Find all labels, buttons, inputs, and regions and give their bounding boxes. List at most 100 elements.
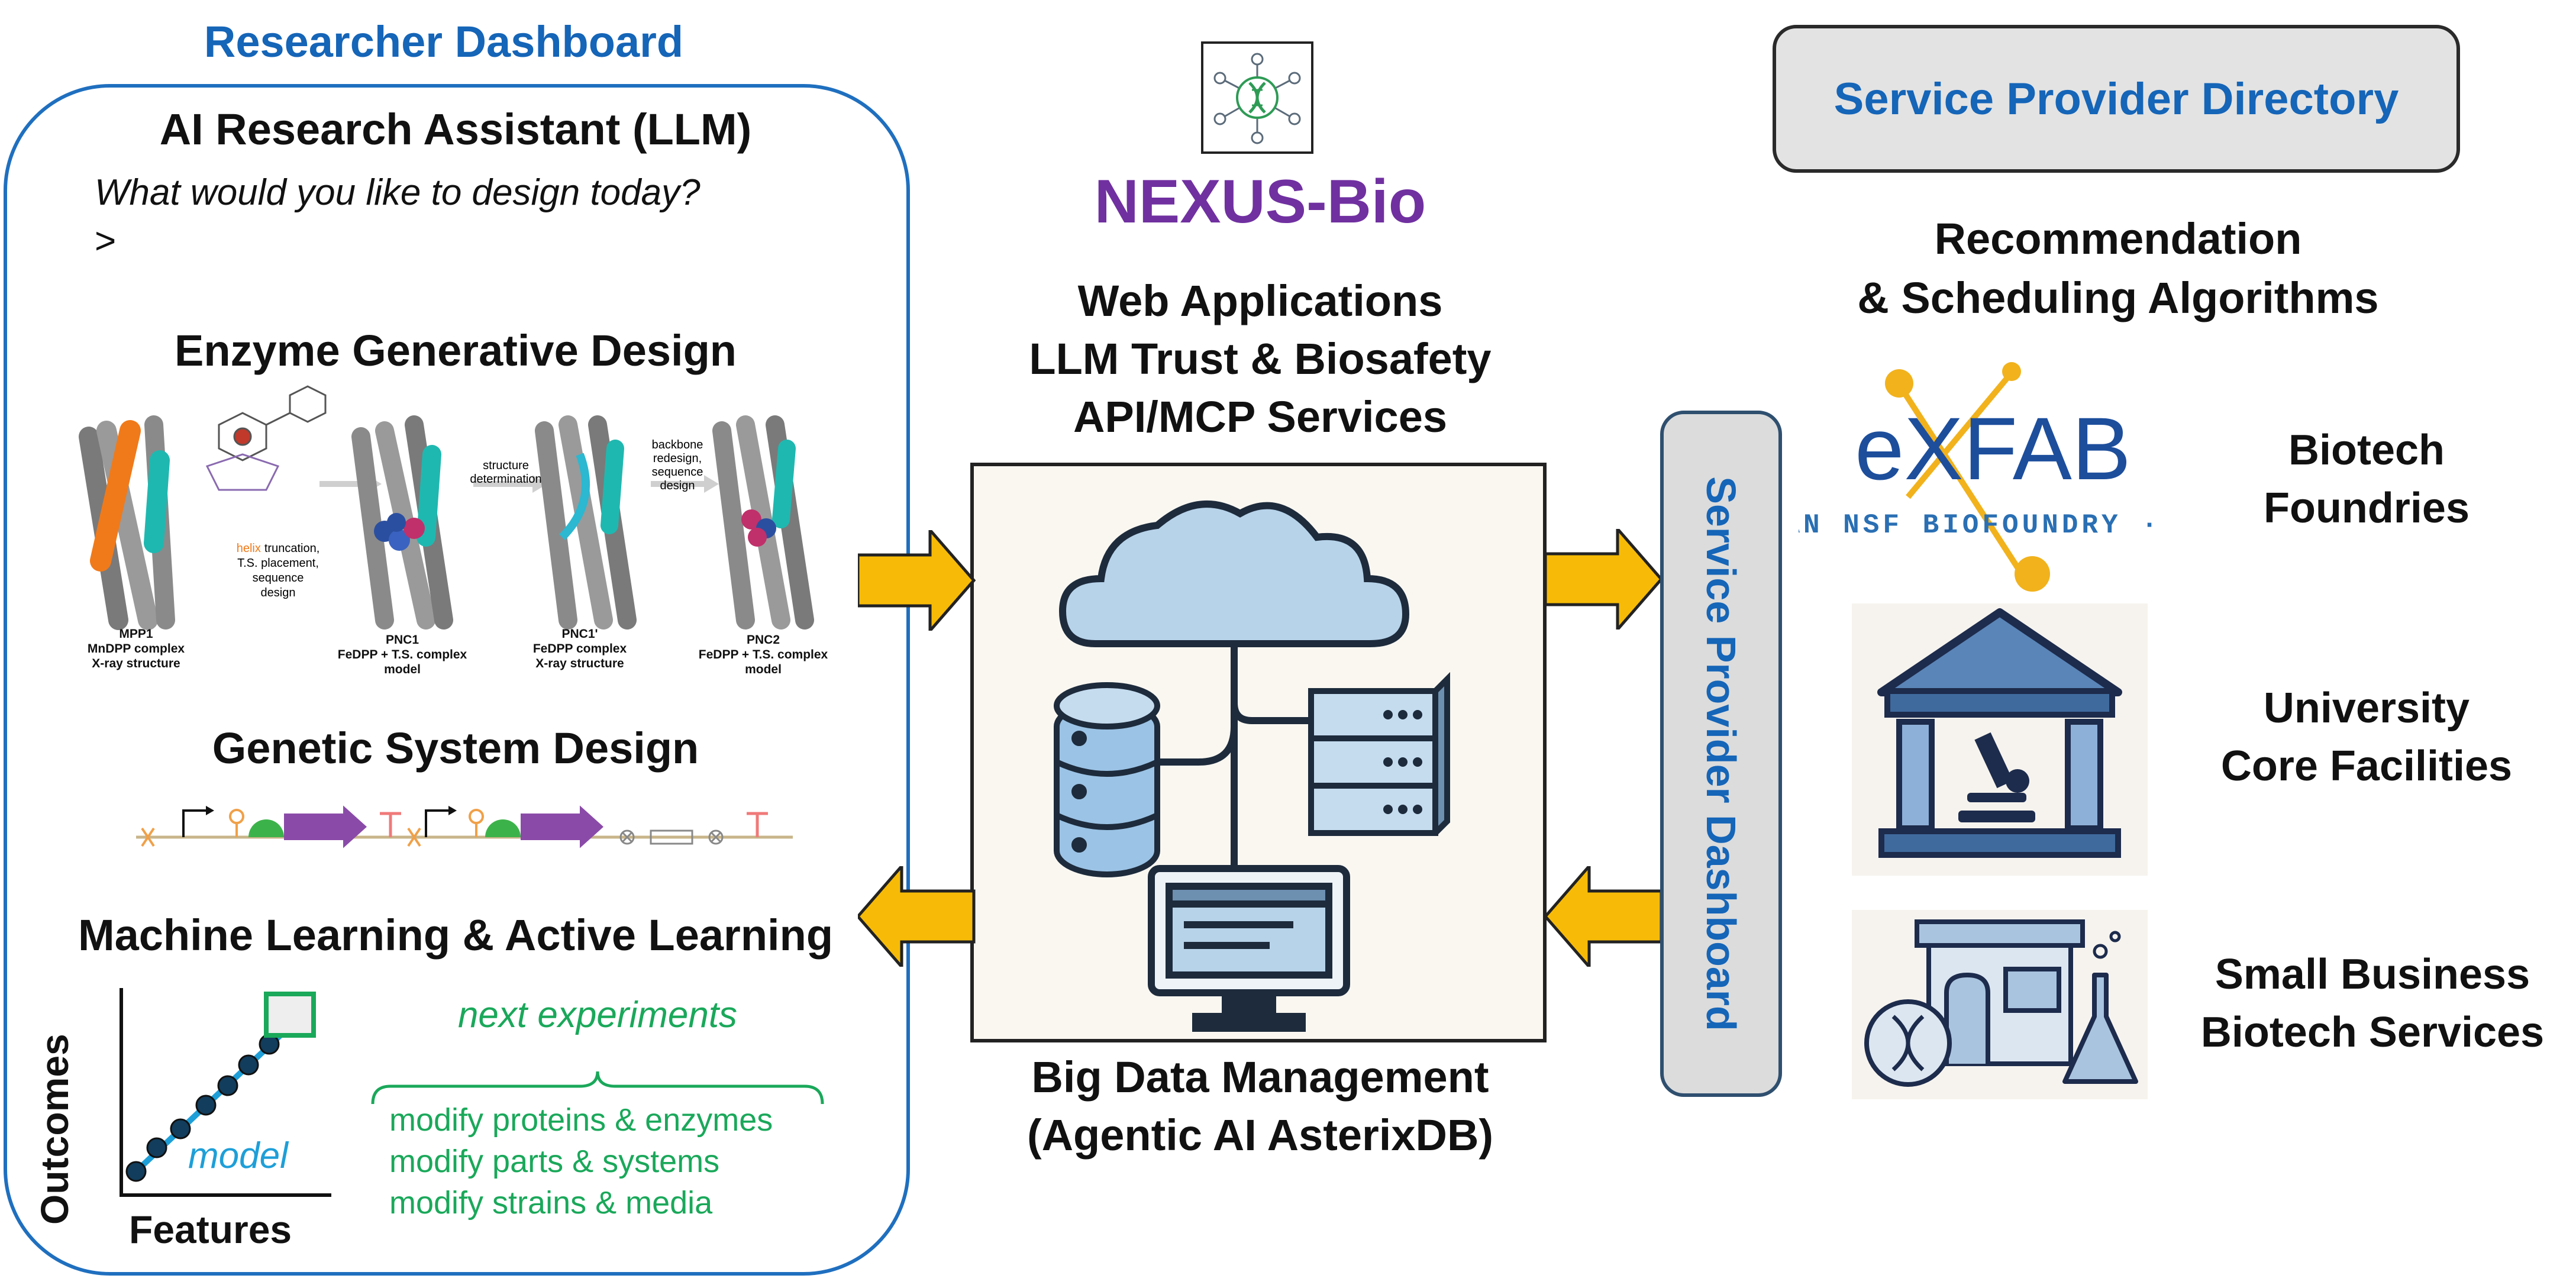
service-web-apps: Web Applications	[1077, 276, 1443, 325]
ml-y-axis-label: Outcomes	[33, 1034, 76, 1225]
brand-name: NEXUS-Bio	[1094, 167, 1426, 236]
provider-biotech-foundries: Biotech Foundries	[2201, 421, 2532, 537]
enzyme-design-title: Enzyme Generative Design	[174, 326, 737, 375]
next-experiments-title: next experiments	[457, 995, 738, 1035]
ml-title: Machine Learning & Active Learning	[78, 911, 834, 960]
enzyme-step-3-caption-3: X-ray structure	[535, 657, 624, 670]
data-points	[125, 1034, 280, 1182]
enzyme-step-1-caption-1: MPP1	[119, 627, 153, 641]
insulator-icon-2	[407, 827, 421, 847]
next-experiment-point	[264, 992, 316, 1038]
rbs-icon-2	[485, 819, 521, 837]
arrow-dashboard-to-nexus	[858, 530, 976, 631]
llm-prompt-caret[interactable]: >	[95, 221, 117, 262]
enzyme-step-4-caption-2: FeDPP + T.S. complex	[699, 648, 828, 661]
provider-university-core: University Core Facilities	[2201, 679, 2532, 795]
promoter-icon-2	[425, 809, 450, 837]
enzyme-arrow-3-line-2: redesign,	[653, 452, 702, 465]
services-list: Web Applications LLM Trust & Biosafety A…	[947, 272, 1574, 446]
enzyme-arrow-3-line-1: backbone	[652, 438, 703, 451]
next-experiments-list: modify proteins & enzymes modify parts &…	[389, 1099, 773, 1224]
provider-3-line-2: Biotech Services	[2200, 1009, 2545, 1056]
ml-learning-plot	[120, 988, 331, 1197]
next-experiment-item: modify strains & media	[389, 1185, 713, 1221]
provider-2-line-1: University	[2263, 685, 2470, 732]
enzyme-arrow-1-line-1: truncation,	[264, 542, 319, 555]
llm-assistant-title: AI Research Assistant (LLM)	[159, 105, 752, 154]
enzyme-step-1-caption-3: X-ray structure	[92, 657, 180, 670]
provider-2-line-2: Core Facilities	[2220, 743, 2513, 790]
flask-icon	[2062, 931, 2138, 1084]
service-api-mcp: API/MCP Services	[1073, 392, 1448, 441]
rbs-icon	[248, 819, 284, 837]
next-experiments-brace	[371, 1071, 824, 1105]
arrow-nexus-to-providers	[1545, 529, 1664, 630]
algorithms-line-2: & Scheduling Algorithms	[1857, 273, 2379, 322]
protein-structure-pnc1	[351, 415, 453, 630]
service-provider-dashboard[interactable]: Service Provider Dashboard	[1660, 411, 1782, 1097]
enzyme-arrow-1-line-2: T.S. placement,	[237, 557, 319, 570]
enzyme-arrow-3-line-3: sequence	[652, 466, 703, 479]
protein-structure-mpp1	[79, 415, 175, 630]
protein-structure-pnc1-prime	[535, 415, 637, 630]
terminator-icon	[380, 812, 401, 837]
assembly-scar-icon	[619, 829, 724, 845]
infrastructure-box	[970, 463, 1547, 1042]
provider-3-line-1: Small Business	[2215, 951, 2530, 998]
enzyme-step-1-caption-2: MnDPP complex	[88, 642, 185, 656]
provider-1-line-2: Foundries	[2263, 485, 2470, 532]
data-management-subtitle: (Agentic AI AsterixDB)	[1026, 1111, 1494, 1160]
enzyme-arrow-2-line-1: structure	[483, 459, 529, 472]
microscope-icon	[1958, 732, 2035, 822]
dna-network-icon	[1213, 53, 1301, 144]
enzyme-arrow-2-line-2: determination	[470, 473, 541, 486]
promoter-icon	[182, 809, 207, 837]
protein-structure-pnc2	[712, 415, 814, 630]
dna-badge-icon	[1864, 999, 1952, 1087]
next-experiment-item: modify proteins & enzymes	[389, 1102, 773, 1138]
small-business-icon	[1852, 910, 2148, 1099]
researcher-dashboard-panel	[4, 84, 910, 1276]
arrow-nexus-to-dashboard	[858, 866, 976, 967]
provider-small-business: Small Business Biotech Services	[2177, 945, 2568, 1061]
operator-icon-2	[469, 809, 484, 837]
researcher-dashboard-title: Researcher Dashboard	[204, 17, 684, 66]
cloud-icon	[1058, 501, 1410, 647]
next-experiment-item: modify parts & systems	[389, 1144, 720, 1179]
algorithms-line-1: Recommendation	[1934, 214, 2302, 263]
enzyme-arrow-1-line-4: design	[261, 586, 296, 599]
database-icon	[1054, 682, 1160, 877]
monitor-icon	[1148, 865, 1350, 1032]
enzyme-arrow-1-highlight: helix	[237, 542, 261, 555]
nexus-bio-logo	[1201, 41, 1313, 154]
exfab-tagline: · AN NSF BIOFOUNDRY ·	[1799, 510, 2161, 541]
ligand-structure-icon	[205, 385, 327, 491]
insulator-icon	[141, 827, 155, 847]
terminator-icon-2	[747, 812, 768, 837]
enzyme-step-2-caption-1: PNC1	[386, 633, 419, 647]
university-icon	[1852, 603, 2148, 876]
ml-model-label: model	[188, 1135, 288, 1176]
enzyme-arrow-3-line-4: design	[660, 479, 695, 492]
algorithms-label: Recommendation & Scheduling Algorithms	[1799, 209, 2438, 328]
server-rack-icon	[1308, 672, 1450, 836]
exfab-logo: eXFAB · AN NSF BIOFOUNDRY ·	[1799, 362, 2161, 592]
arrow-providers-to-nexus	[1545, 866, 1663, 967]
genetic-design-title: Genetic System Design	[212, 724, 699, 773]
exfab-wordmark: eXFAB	[1855, 399, 2131, 498]
enzyme-step-2-caption-3: model	[384, 663, 421, 676]
enzyme-step-3-caption-2: FeDPP complex	[533, 642, 627, 656]
enzyme-step-2-caption-2: FeDPP + T.S. complex	[338, 648, 467, 661]
operator-icon	[229, 809, 244, 837]
cds-icon-2	[521, 805, 603, 848]
data-management-label: Big Data Management (Agentic AI AsterixD…	[947, 1048, 1574, 1164]
enzyme-step-4-caption-3: model	[745, 663, 782, 676]
provider-1-line-1: Biotech	[2288, 427, 2445, 474]
enzyme-step-4-caption-1: PNC2	[747, 633, 780, 647]
llm-prompt-question[interactable]: What would you like to design today?	[95, 172, 701, 213]
service-llm-trust: LLM Trust & Biosafety	[1029, 334, 1492, 383]
service-provider-directory[interactable]: Service Provider Directory	[1773, 25, 2460, 173]
enzyme-step-3-caption-1: PNC1'	[561, 627, 598, 641]
service-provider-dashboard-label: Service Provider Dashboard	[1698, 476, 1744, 1031]
ml-x-axis-label: Features	[129, 1208, 292, 1251]
